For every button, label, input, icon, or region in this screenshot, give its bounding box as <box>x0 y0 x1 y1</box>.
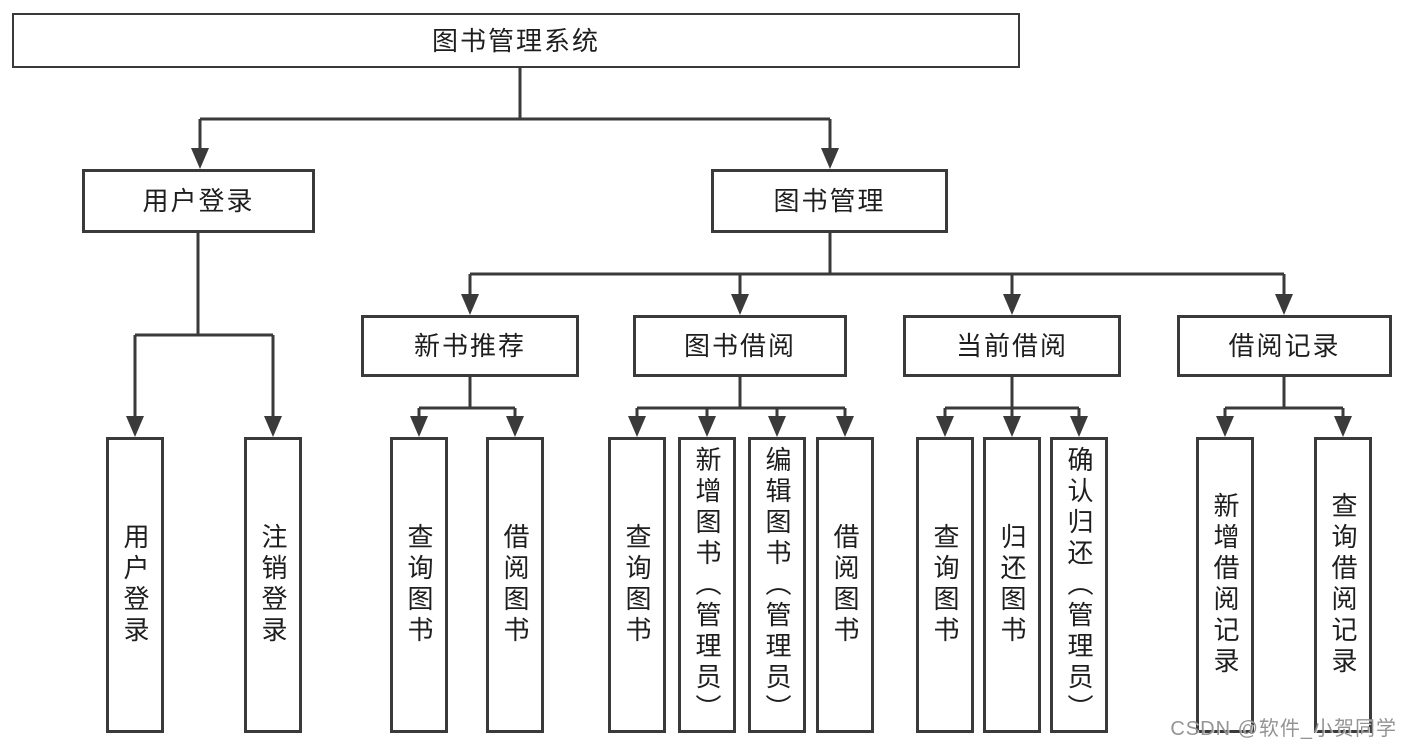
node-borrowing-records: 借阅记录 <box>1177 315 1392 377</box>
arrowhead <box>126 416 144 437</box>
leaf-query-borrow-record-label: 查询借阅记录 <box>1328 492 1358 678</box>
leaf-add-borrow-record-label: 新增借阅记录 <box>1210 492 1240 678</box>
leaf-query-books-borrowing-label: 查询图书 <box>622 523 652 647</box>
leaf-query-books-recommend-label: 查询图书 <box>404 523 434 647</box>
node-user-login: 用户登录 <box>82 169 315 233</box>
arrowhead <box>628 416 646 437</box>
leaf-edit-book-admin: 编辑图书（管理员） <box>748 437 806 733</box>
arrowhead <box>1003 416 1021 437</box>
leaf-query-books-current: 查询图书 <box>916 437 974 733</box>
arrowhead <box>1275 294 1293 315</box>
arrowhead <box>821 148 839 169</box>
leaf-logout-label: 注销登录 <box>258 523 288 647</box>
arrowhead <box>1216 416 1234 437</box>
leaf-user-login-label: 用户登录 <box>120 523 150 647</box>
leaf-edit-book-admin-label: 编辑图书（管理员） <box>762 445 792 725</box>
arrowhead <box>506 416 524 437</box>
leaf-query-books-current-label: 查询图书 <box>930 523 960 647</box>
node-borrowing-records-label: 借阅记录 <box>1228 331 1341 361</box>
leaf-confirm-return-admin-label: 确认归还（管理员） <box>1064 445 1094 725</box>
node-current-borrowing-label: 当前借阅 <box>955 331 1068 361</box>
leaf-return-books-label: 归还图书 <box>997 523 1027 647</box>
node-new-book-recommend: 新书推荐 <box>361 315 579 377</box>
node-book-borrowing: 图书借阅 <box>633 315 847 377</box>
arrowhead <box>936 416 954 437</box>
arrowhead <box>1070 416 1088 437</box>
leaf-query-books-recommend: 查询图书 <box>390 437 448 733</box>
arrowhead <box>836 416 854 437</box>
watermark: CSDN @软件_小贺同学 <box>1170 718 1397 740</box>
arrowhead <box>191 148 209 169</box>
arrowhead <box>731 294 749 315</box>
node-book-borrowing-label: 图书借阅 <box>683 331 796 361</box>
arrowhead <box>698 416 716 437</box>
arrowhead <box>768 416 786 437</box>
leaf-borrow-books-recommend: 借阅图书 <box>486 437 544 733</box>
node-new-book-recommend-label: 新书推荐 <box>413 331 526 361</box>
leaf-borrow-books-recommend-label: 借阅图书 <box>500 523 530 647</box>
node-root: 图书管理系统 <box>12 13 1020 68</box>
node-book-management-label: 图书管理 <box>773 186 886 216</box>
arrowhead <box>1334 416 1352 437</box>
leaf-user-login: 用户登录 <box>106 437 164 733</box>
leaf-return-books: 归还图书 <box>983 437 1041 733</box>
leaf-borrow-books-borrowing: 借阅图书 <box>816 437 874 733</box>
leaf-confirm-return-admin: 确认归还（管理员） <box>1050 437 1108 733</box>
leaf-add-borrow-record: 新增借阅记录 <box>1196 437 1254 733</box>
arrowhead <box>1003 294 1021 315</box>
node-book-management: 图书管理 <box>711 169 948 233</box>
leaf-borrow-books-borrowing-label: 借阅图书 <box>830 523 860 647</box>
arrowhead <box>264 416 282 437</box>
node-user-login-label: 用户登录 <box>142 186 255 216</box>
leaf-query-books-borrowing: 查询图书 <box>608 437 666 733</box>
arrowhead <box>410 416 428 437</box>
leaf-add-book-admin: 新增图书（管理员） <box>678 437 736 733</box>
leaf-add-book-admin-label: 新增图书（管理员） <box>692 445 722 725</box>
node-current-borrowing: 当前借阅 <box>903 315 1121 377</box>
node-root-label: 图书管理系统 <box>431 25 600 56</box>
arrowhead <box>461 294 479 315</box>
leaf-query-borrow-record: 查询借阅记录 <box>1314 437 1372 733</box>
leaf-logout: 注销登录 <box>244 437 302 733</box>
